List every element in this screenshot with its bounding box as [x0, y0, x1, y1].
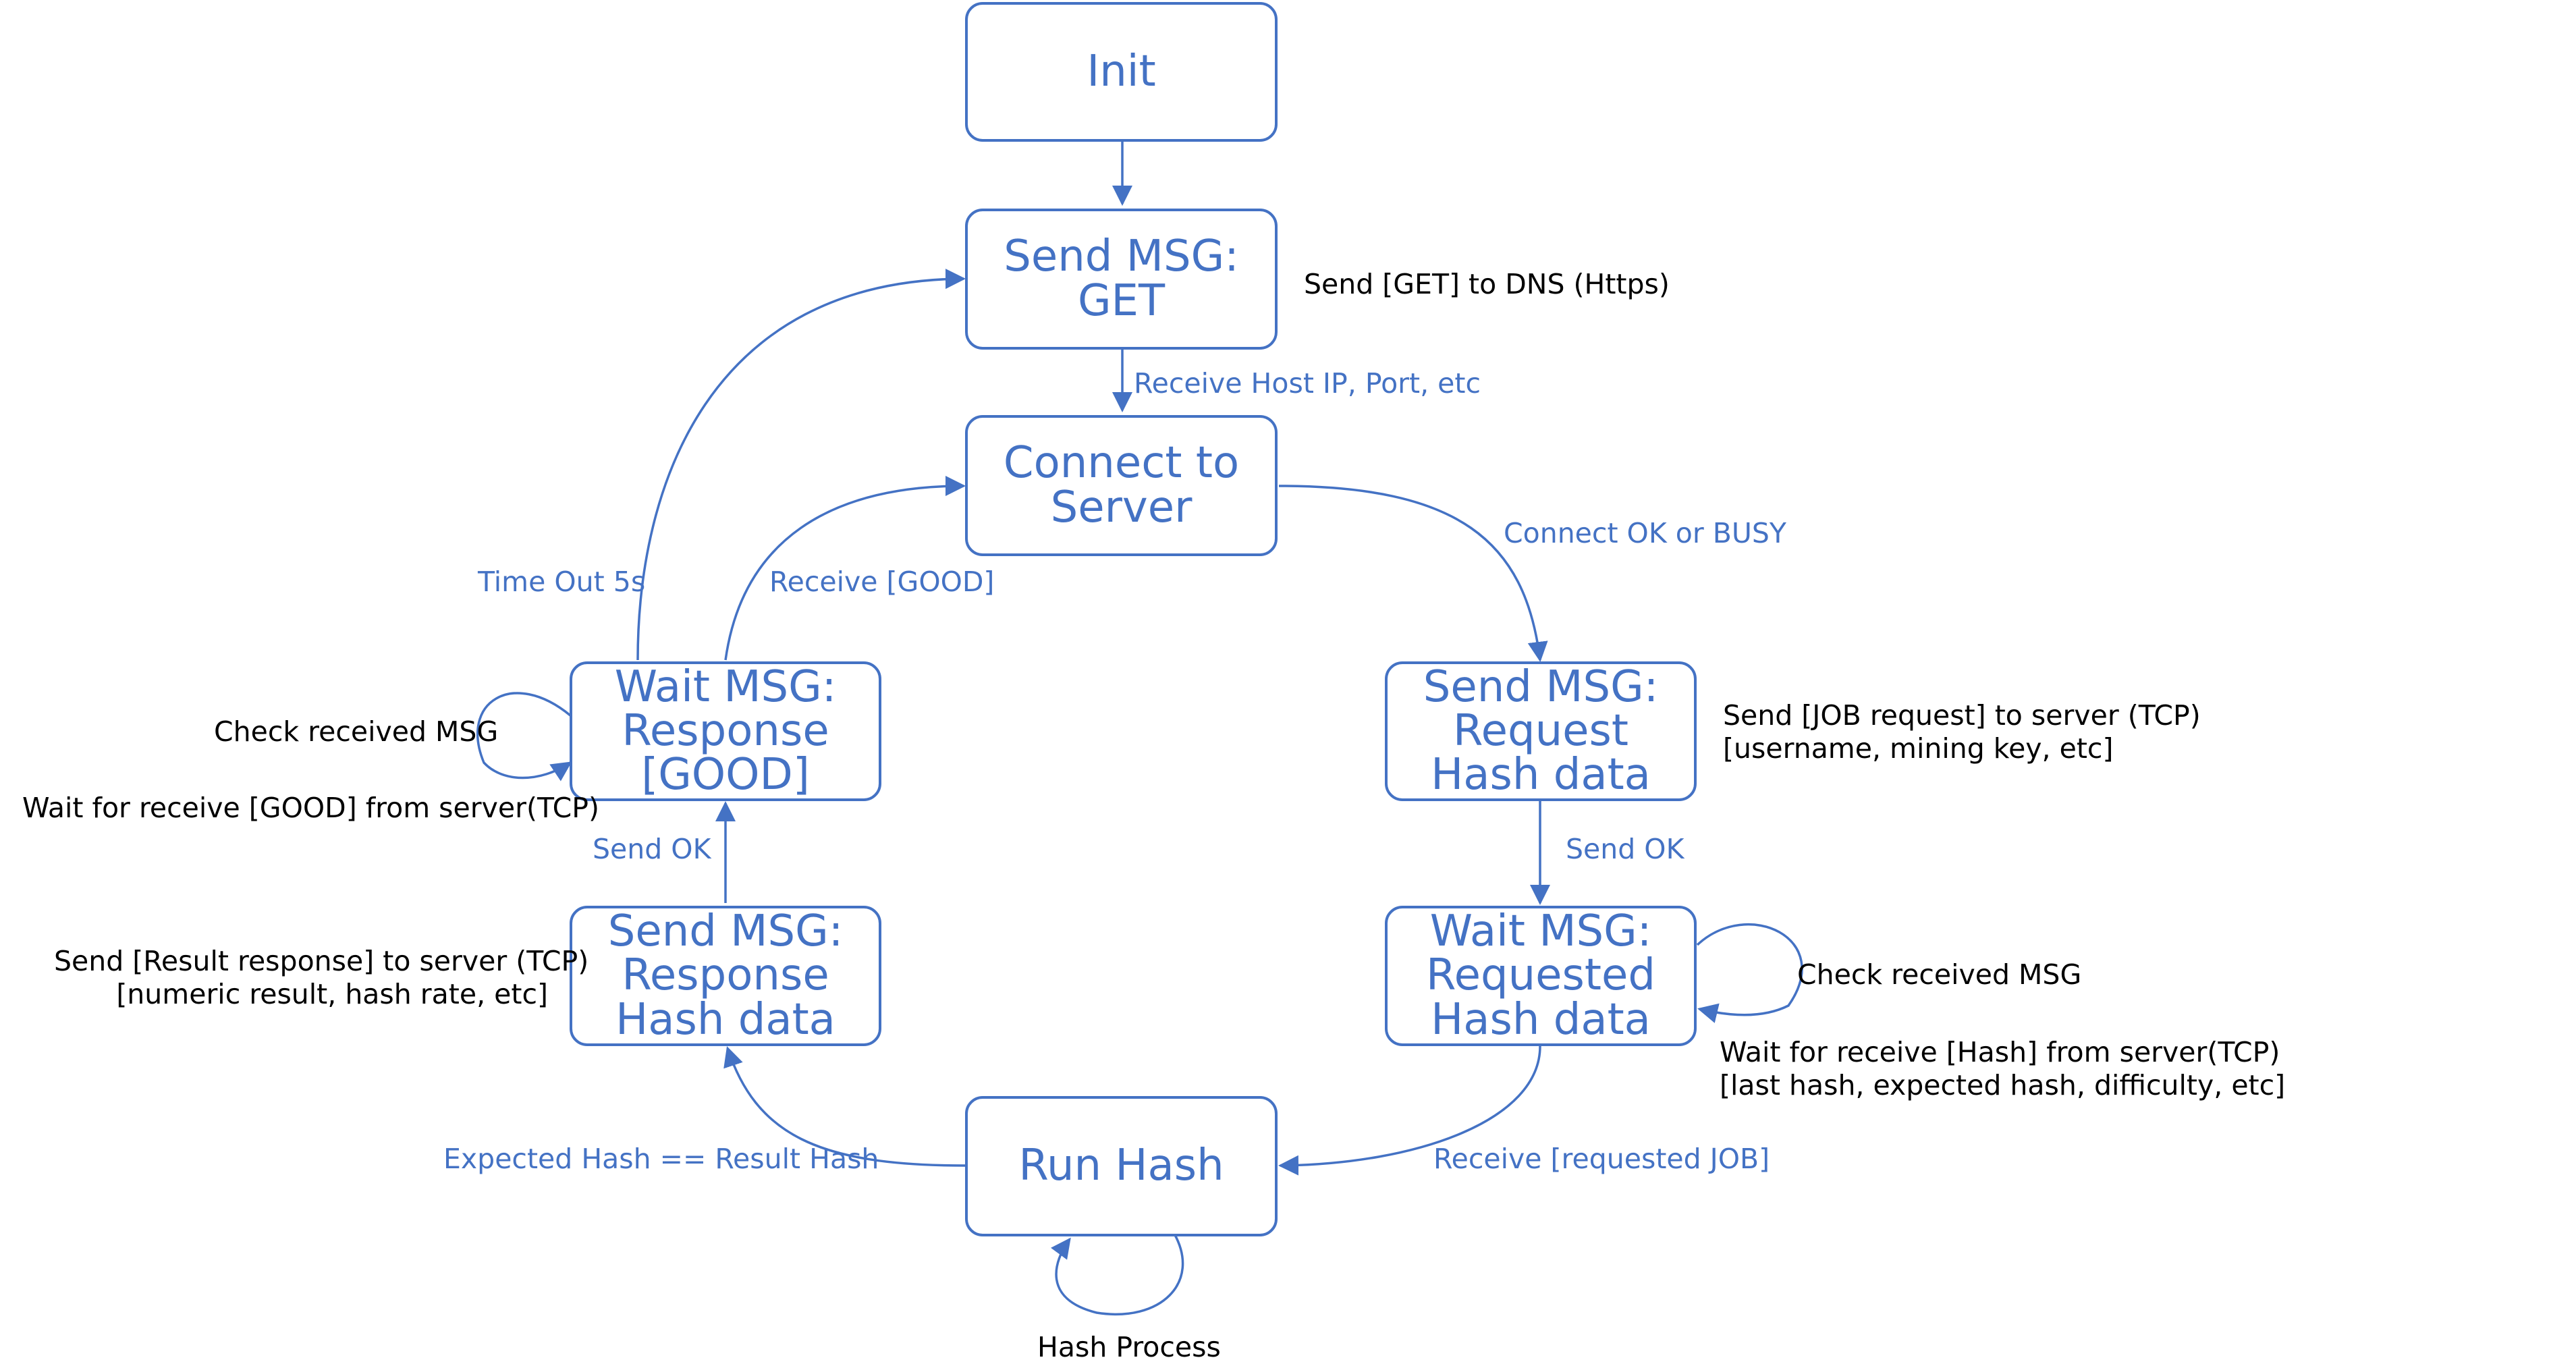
edge-run-hash-to-send-response	[723, 1046, 966, 1167]
edge-connect-to-request	[1278, 485, 1548, 662]
note-check-right: Check received MSG	[1797, 958, 2081, 991]
state-wait-good-line-3: [GOOD]	[641, 750, 810, 800]
state-send-get: Send MSG: GET	[965, 209, 1278, 350]
state-send-response-line-2: Response	[622, 950, 829, 1001]
state-connect-line-2: Server	[1050, 482, 1193, 533]
note-send-get-line-1: Send [GET] to DNS (Https)	[1304, 268, 1670, 300]
state-run-hash: Run Hash	[965, 1096, 1278, 1236]
edge-label-receive-host: Receive Host IP, Port, etc	[1134, 367, 1481, 400]
note-send-result: Send [Result response] to server (TCP) […	[54, 945, 589, 1011]
state-send-request-hash: Send MSG: Request Hash data	[1385, 661, 1697, 801]
state-wait-requested-hash: Wait MSG: Requested Hash data	[1385, 906, 1697, 1046]
state-wait-requested-line-3: Hash data	[1431, 994, 1651, 1045]
edge-label-receive-job: Receive [requested JOB]	[1433, 1143, 1770, 1175]
note-check-left-line-1: Check received MSG	[214, 715, 499, 748]
state-send-response-line-1: Send MSG:	[607, 906, 844, 957]
edge-label-timeout: Time Out 5s	[478, 566, 646, 598]
state-send-request-line-2: Request	[1453, 705, 1628, 756]
note-wait-hash-line-2: [last hash, expected hash, difficulty, e…	[1720, 1069, 2286, 1102]
state-init: Init	[965, 2, 1278, 142]
edge-label-connect-ok: Connect OK or BUSY	[1504, 517, 1786, 549]
note-wait-hash: Wait for receive [Hash] from server(TCP)…	[1720, 1036, 2285, 1102]
edge-label-expected-hash: Expected Hash == Result Hash	[443, 1143, 879, 1175]
state-connect-server: Connect to Server	[965, 415, 1278, 556]
state-run-hash-line-1: Run Hash	[1018, 1141, 1224, 1191]
note-hash-process-line-1: Hash Process	[1037, 1331, 1221, 1363]
edge-label-send-ok-left: Send OK	[593, 833, 711, 865]
state-send-response-hash: Send MSG: Response Hash data	[570, 906, 881, 1046]
note-wait-good: Wait for receive [GOOD] from server(TCP)	[22, 792, 599, 825]
state-send-response-line-3: Hash data	[615, 994, 835, 1045]
note-send-request: Send [JOB request] to server (TCP) [user…	[1723, 699, 2201, 765]
note-check-right-line-1: Check received MSG	[1797, 958, 2082, 991]
state-init-line-1: Init	[1087, 46, 1156, 97]
note-send-result-line-2: [numeric result, hash rate, etc]	[116, 978, 548, 1011]
state-wait-good-line-1: Wait MSG:	[614, 661, 837, 712]
self-loop-wait-requested	[1696, 923, 1803, 1023]
state-send-request-line-3: Hash data	[1431, 750, 1651, 800]
note-send-request-line-1: Send [JOB request] to server (TCP)	[1723, 699, 2201, 732]
state-wait-good-line-2: Response	[622, 705, 829, 756]
note-send-get: Send [GET] to DNS (Https)	[1304, 268, 1670, 301]
edge-wait-good-timeout-to-get	[636, 269, 966, 661]
self-loop-run-hash	[1050, 1233, 1184, 1316]
edge-label-receive-good: Receive [GOOD]	[769, 566, 995, 598]
edge-label-send-ok-right: Send OK	[1566, 833, 1684, 865]
state-wait-requested-line-2: Requested	[1426, 950, 1655, 1001]
state-connect-line-1: Connect to	[1003, 438, 1240, 489]
state-wait-good: Wait MSG: Response [GOOD]	[570, 661, 881, 801]
state-send-get-line-1: Send MSG:	[1004, 231, 1239, 282]
note-wait-hash-line-1: Wait for receive [Hash] from server(TCP)	[1720, 1036, 2280, 1068]
state-send-get-line-2: GET	[1077, 275, 1166, 326]
self-loop-wait-good	[476, 692, 572, 782]
note-wait-good-line-1: Wait for receive [GOOD] from server(TCP)	[22, 792, 599, 824]
state-wait-requested-line-1: Wait MSG:	[1429, 906, 1652, 957]
note-send-request-line-2: [username, mining key, etc]	[1723, 732, 2114, 765]
note-send-result-line-1: Send [Result response] to server (TCP)	[54, 945, 589, 977]
state-send-request-line-1: Send MSG:	[1423, 661, 1659, 712]
edge-wait-good-to-connect	[724, 476, 966, 661]
note-check-left: Check received MSG	[214, 715, 498, 748]
note-hash-process: Hash Process	[1037, 1331, 1221, 1364]
edge-wait-requested-to-run-hash	[1278, 1045, 1541, 1176]
